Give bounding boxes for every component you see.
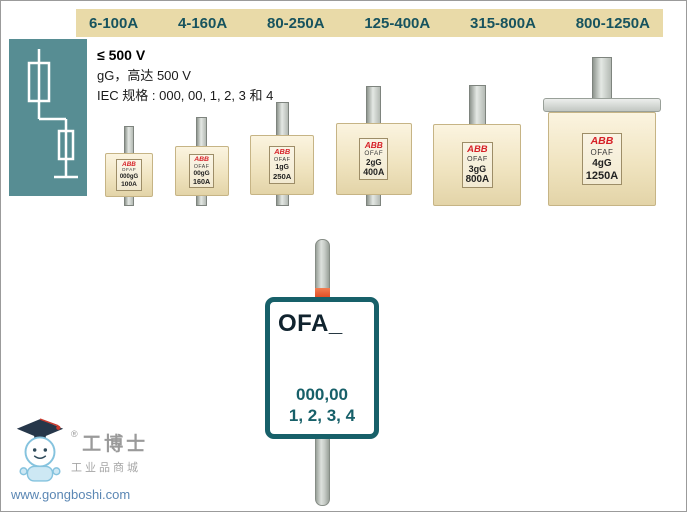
watermark-brand-name: 工博士 bbox=[82, 434, 149, 455]
rating-label-4: 125-400A bbox=[364, 14, 431, 32]
fuse-blade bbox=[591, 57, 612, 98]
fuse-top-cap bbox=[542, 98, 661, 112]
size-options-line2: 1, 2, 3, 4 bbox=[288, 405, 356, 425]
size-label: 00gG bbox=[193, 170, 210, 178]
brand-label: ABB bbox=[590, 135, 614, 148]
rating-label-2: 4-160A bbox=[178, 14, 228, 32]
amps-label: 1250A bbox=[585, 169, 619, 182]
rating-label-3: 80-250A bbox=[267, 14, 325, 32]
fuse-bottom-blade bbox=[366, 195, 382, 206]
fuse-body: ABB OFAF 00gG 160A bbox=[174, 146, 229, 196]
brand-label: ABB bbox=[364, 140, 383, 151]
amps-label: 250A bbox=[272, 172, 292, 182]
fuse-label: ABB OFAF 000gG 100A bbox=[115, 158, 143, 192]
size-options: 000,00 1, 2, 3, 4 bbox=[270, 384, 374, 427]
fuse-blade bbox=[124, 126, 134, 153]
fuse-product-row: ABB OFAF 000gG 100A ABB OFAF 00gG 160A bbox=[105, 53, 661, 206]
watermark-subtitle: 工业品商城 bbox=[71, 462, 141, 474]
brand-label: ABB bbox=[467, 143, 488, 155]
fuse-bottom-blade bbox=[124, 197, 134, 206]
fuse-bottom-blade bbox=[275, 195, 289, 206]
watermark-top: ® 工博士 工业品商城 bbox=[11, 415, 186, 485]
rating-label-6: 800-1250A bbox=[575, 14, 650, 32]
size-options-line1: 000,00 bbox=[296, 384, 348, 404]
fuse-product-00: ABB OFAF 00gG 160A bbox=[174, 117, 229, 206]
selector-box: OFA_ 000,00 1, 2, 3, 4 bbox=[265, 297, 379, 439]
series-label: OFAF bbox=[466, 154, 488, 164]
symbol-panel bbox=[9, 39, 87, 196]
fuse-blade bbox=[366, 86, 382, 123]
model-label: OFA_ bbox=[278, 310, 343, 337]
voltage-spec: ≤ 500 V bbox=[97, 47, 146, 63]
rating-label-1: 6-100A bbox=[89, 14, 139, 32]
fuse-label: ABB OFAF 2gG 400A bbox=[359, 138, 389, 180]
watermark-site-url: www.gongboshi.com bbox=[11, 487, 131, 502]
size-label: 2gG bbox=[366, 157, 382, 167]
fuse-blade bbox=[275, 102, 289, 135]
fuse-symbol-icon bbox=[27, 49, 78, 179]
fuse-body: ABB OFAF 1gG 250A bbox=[250, 135, 315, 195]
fuse-class-spec: gG，高达 500 V bbox=[97, 68, 191, 83]
iec-sizes-spec: IEC 规格 : 000, 00, 1, 2, 3 和 4 bbox=[97, 87, 274, 103]
size-label: 1gG bbox=[275, 163, 289, 171]
fuse-body: ABB OFAF 3gG 800A bbox=[433, 124, 522, 206]
watermark: ® 工博士 工业品商城 www.gongboshi.com bbox=[11, 415, 186, 502]
fuse-label: ABB OFAF 3gG 800A bbox=[461, 141, 494, 189]
fuse-bottom-blade bbox=[196, 196, 208, 206]
series-label: OFAF bbox=[273, 157, 291, 164]
fuse-product-2: ABB OFAF 2gG 400A bbox=[335, 86, 412, 206]
amps-label: 100A bbox=[121, 181, 137, 189]
amps-label: 400A bbox=[363, 167, 385, 178]
mascot-icon bbox=[16, 418, 64, 482]
series-label: OFAF bbox=[590, 147, 614, 157]
registered-mark: ® bbox=[71, 429, 78, 439]
brand-label: ABB bbox=[122, 160, 136, 168]
size-label: 4gG bbox=[592, 157, 612, 169]
fuse-label: ABB OFAF 4gG 1250A bbox=[581, 133, 623, 185]
fuse-product-3: ABB OFAF 3gG 800A bbox=[433, 85, 522, 206]
fuse-label: ABB OFAF 1gG 250A bbox=[268, 146, 296, 184]
rating-label-5: 315-800A bbox=[470, 14, 536, 32]
fuse-product-000: ABB OFAF 000gG 100A bbox=[105, 126, 153, 206]
series-label: OFAF bbox=[193, 163, 210, 170]
brand-label: ABB bbox=[274, 147, 291, 157]
fuse-body: ABB OFAF 2gG 400A bbox=[335, 123, 412, 195]
fuse-blade bbox=[196, 117, 208, 146]
series-label: OFAF bbox=[364, 150, 384, 158]
spec-block: ≤ 500 V gG，高达 500 V IEC 规格 : 000, 00, 1,… bbox=[97, 45, 273, 105]
amps-label: 160A bbox=[193, 177, 211, 186]
fuse-label: ABB OFAF 00gG 160A bbox=[189, 153, 215, 189]
amps-label: 800A bbox=[465, 174, 490, 186]
fuse-body: ABB OFAF 000gG 100A bbox=[105, 153, 153, 197]
fuse-blade bbox=[468, 85, 486, 124]
watermark-text: ® 工博士 工业品商城 bbox=[71, 429, 148, 475]
fuse-product-4: ABB OFAF 4gG 1250A bbox=[542, 57, 661, 206]
fuse-product-1: ABB OFAF 1gG 250A bbox=[250, 102, 315, 206]
size-label: 3gG bbox=[468, 163, 487, 174]
series-label: OFAF bbox=[121, 168, 137, 174]
fuse-body: ABB OFAF 4gG 1250A bbox=[547, 112, 656, 206]
size-label: 000gG bbox=[119, 174, 139, 181]
brand-label: ABB bbox=[194, 155, 209, 163]
ratings-bar: 6-100A 4-160A 80-250A 125-400A 315-800A … bbox=[76, 9, 663, 37]
